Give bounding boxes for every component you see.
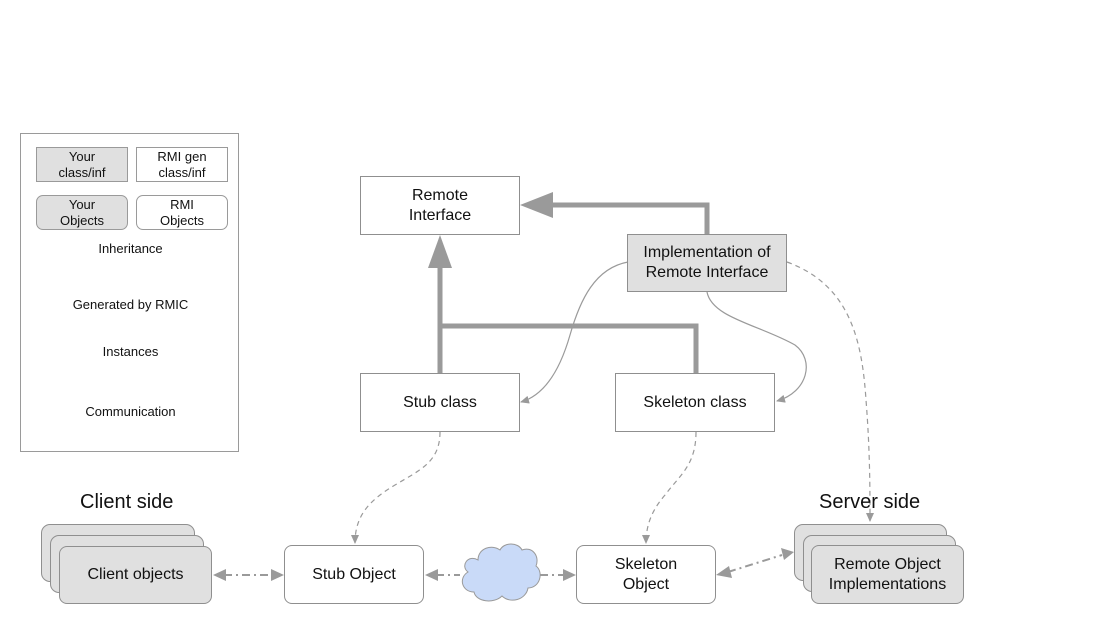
communication-skeleton-server — [716, 548, 794, 578]
stub-class-box[interactable]: Stub class — [360, 373, 520, 432]
client-side-title: Client side — [80, 491, 174, 513]
communication-cloud-skeleton — [540, 569, 576, 581]
generated-arrow-to-skeleton-class — [706, 291, 807, 403]
inheritance-arrow-impl-to-interface — [520, 192, 710, 234]
server-side-title: Server side — [819, 491, 921, 513]
skeleton-object-box[interactable]: Skeleton Object — [576, 545, 716, 604]
legend-rmi-objects-swatch: RMI Objects — [136, 195, 228, 230]
instance-arrow-remote-impls — [786, 261, 874, 522]
remote-interface-box[interactable]: Remote Interface — [360, 176, 520, 235]
legend-communication-label: Communication — [85, 404, 176, 419]
communication-client-stub — [213, 569, 284, 581]
legend-your-class-swatch: Your class/inf — [36, 147, 128, 182]
client-objects-box[interactable]: Client objects — [59, 546, 212, 604]
legend-your-objects-swatch: Your Objects — [36, 195, 128, 230]
skeleton-class-box[interactable]: Skeleton class — [615, 373, 775, 432]
legend-generated-label: Generated by RMIC — [72, 297, 189, 312]
legend-panel: Your class/inf RMI gen class/inf Your Ob… — [20, 133, 239, 452]
inheritance-arrow-classes-to-interface — [428, 235, 699, 373]
legend-inheritance-label: Inheritance — [98, 241, 163, 256]
generated-arrow-to-stub-class — [520, 261, 629, 404]
legend-instances-label: Instances — [102, 344, 159, 359]
stub-object-box[interactable]: Stub Object — [284, 545, 424, 604]
cloud-icon — [461, 543, 541, 602]
instance-arrow-stub — [351, 431, 441, 544]
remote-implementations-box[interactable]: Remote Object Implementations — [811, 545, 964, 604]
legend-rmi-class-swatch: RMI gen class/inf — [136, 147, 228, 182]
implementation-box[interactable]: Implementation of Remote Interface — [627, 234, 787, 292]
communication-stub-cloud — [425, 569, 460, 581]
instance-arrow-skeleton — [642, 431, 697, 544]
